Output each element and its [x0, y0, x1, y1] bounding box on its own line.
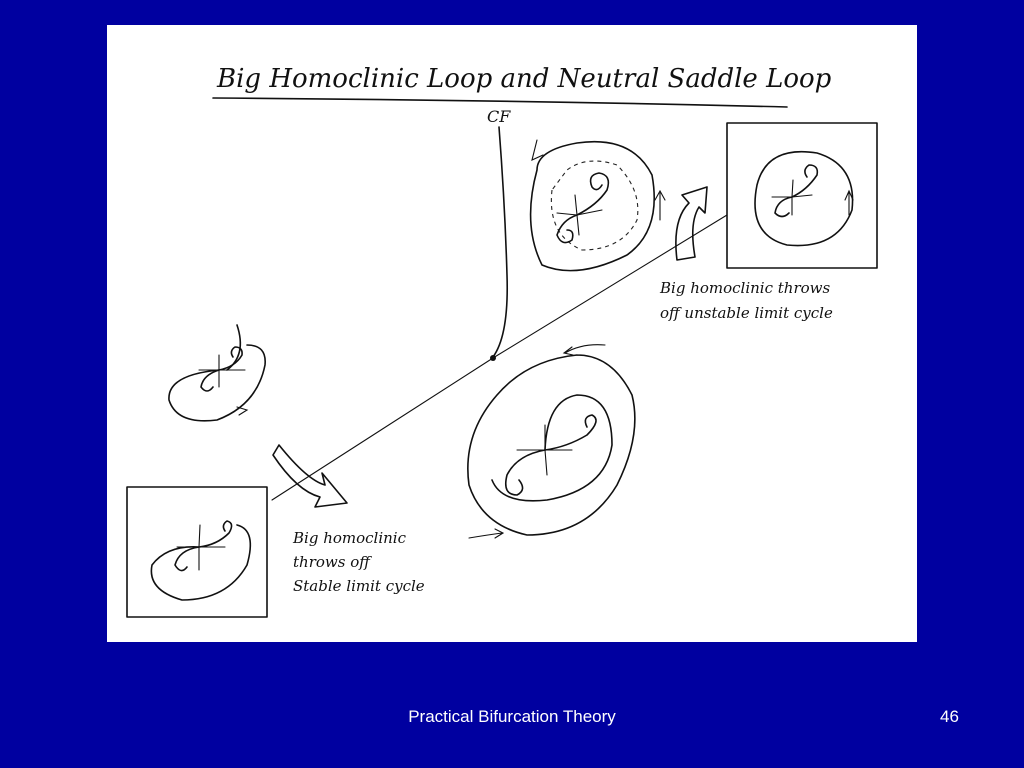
saddle-separatrices — [176, 524, 226, 571]
incoming-orbit — [226, 324, 242, 371]
outer-orbit — [754, 150, 854, 247]
outer-orbit — [467, 354, 636, 536]
upper-caption-line-1: Big homoclinic throws — [659, 279, 830, 297]
sketch-panel: Big Homoclinic Loop and Neutral Saddle L… — [107, 25, 917, 642]
sketch-title: Big Homoclinic Loop and Neutral Saddle L… — [216, 64, 832, 94]
spiral-left — [174, 546, 200, 572]
lower-caption-line-3: Stable limit cycle — [293, 577, 425, 595]
lower-caption: Big homoclinic throws off Stable limit c… — [292, 529, 425, 595]
spiral-right — [544, 414, 597, 451]
cf-curve — [492, 126, 509, 358]
saddle-separatrices — [771, 179, 813, 216]
upper-caption-line-2: off unstable limit cycle — [660, 304, 833, 322]
spiral-left — [200, 369, 220, 392]
inner-loop — [491, 394, 613, 502]
hand-drawn-diagram: Big Homoclinic Loop and Neutral Saddle L… — [126, 64, 878, 618]
saddle-separatrices — [516, 424, 573, 476]
flow-arrow-right — [654, 189, 666, 221]
lower-caption-line-2: throws off — [293, 553, 372, 571]
outer-orbit — [168, 344, 266, 422]
flow-arrow-top — [531, 139, 544, 161]
phase-portrait-lower-middle — [467, 344, 636, 539]
upper-caption: Big homoclinic throws off unstable limit… — [659, 279, 835, 322]
spiral-right — [198, 520, 233, 548]
limit-cycle-dashed — [550, 160, 639, 251]
outer-orbit — [150, 524, 252, 601]
spiral-left — [504, 449, 546, 496]
phase-portrait-lower-left-boxed — [126, 486, 268, 618]
flow-arrow — [844, 189, 854, 216]
spiral-right — [218, 346, 243, 371]
transition-arrow-upper — [675, 186, 708, 261]
page-number: 46 — [940, 707, 959, 726]
flow-arrow — [236, 406, 249, 416]
saddle-separatrices — [556, 194, 603, 236]
lower-caption-line-1: Big homoclinic — [292, 529, 407, 547]
transition-arrow-lower — [272, 444, 348, 508]
portrait-box — [726, 122, 878, 269]
title-underline — [212, 97, 788, 108]
cf-label: CF — [487, 107, 511, 126]
footer-title: Practical Bifurcation Theory — [408, 707, 616, 726]
flow-arrow-top — [562, 344, 606, 356]
phase-portrait-upper-right-boxed — [726, 122, 878, 269]
spiral-right — [791, 164, 819, 198]
outer-orbit — [529, 140, 655, 272]
phase-portrait-left — [168, 324, 266, 422]
portrait-box — [126, 486, 268, 618]
spiral-left — [774, 196, 793, 218]
flow-arrow-bottom — [468, 528, 505, 539]
saddle-separatrices — [198, 354, 246, 388]
spiral-left — [556, 214, 578, 244]
spiral-right — [576, 172, 610, 216]
bifurcation-line — [271, 214, 728, 501]
phase-portrait-upper-middle — [529, 139, 666, 272]
